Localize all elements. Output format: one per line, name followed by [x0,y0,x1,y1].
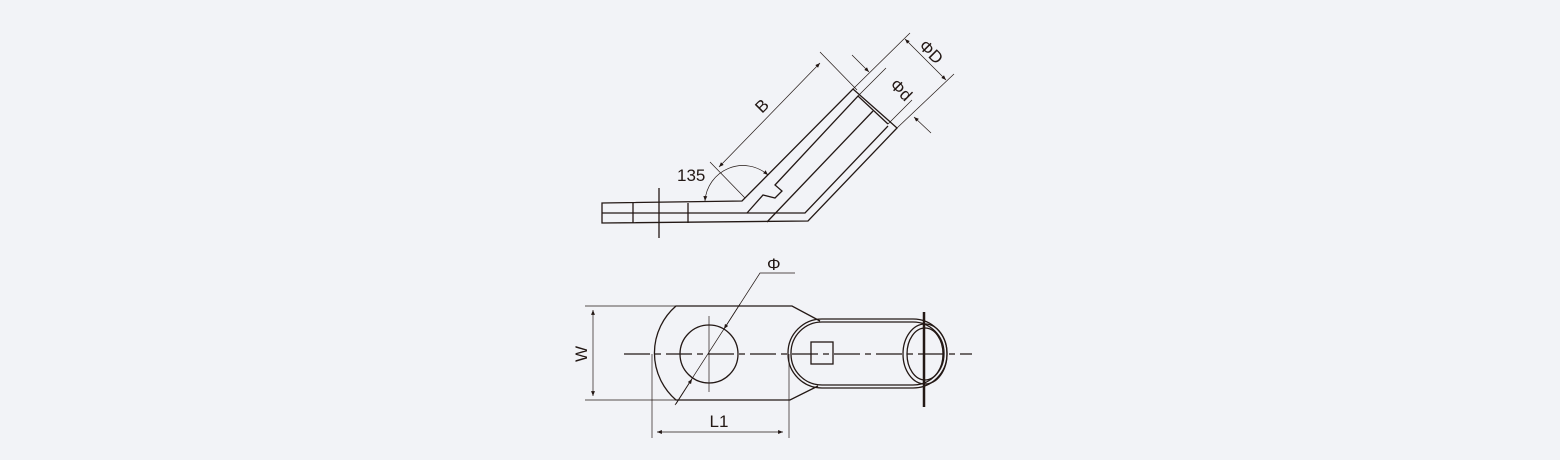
inner-wall-lower [766,110,874,223]
lug-outline-side [601,88,898,224]
extension-line [896,73,955,129]
angle-label: 135 [677,166,705,185]
hole-diameter-label: Φ [767,255,781,274]
dimension-id-arrow [851,54,870,73]
top-view: Φ W L1 [572,255,972,438]
dimension-b-label: B [751,95,772,116]
side-view: B 135 ΦD Φd [601,32,955,238]
plate-midline [602,125,889,214]
inspection-window [810,341,834,365]
extension-line [887,99,913,125]
extension-line [852,32,911,90]
hole-leader [674,272,795,406]
dimension-w-label: W [572,346,591,362]
leader-arrow [723,303,741,330]
inner-wall-upper [746,95,889,214]
dimension-od-label: ΦD [915,36,947,68]
dimension-id-arrow [913,116,932,134]
dimension-l1-label: L1 [710,412,729,431]
dimension-od-line [904,38,947,81]
dimension-b-line [718,62,821,168]
angle-arc [703,165,769,202]
tongue-outline [653,305,821,401]
extension-line [709,161,746,199]
extension-line [819,51,858,91]
extension-line [857,67,887,97]
leader-arrow [675,378,693,405]
